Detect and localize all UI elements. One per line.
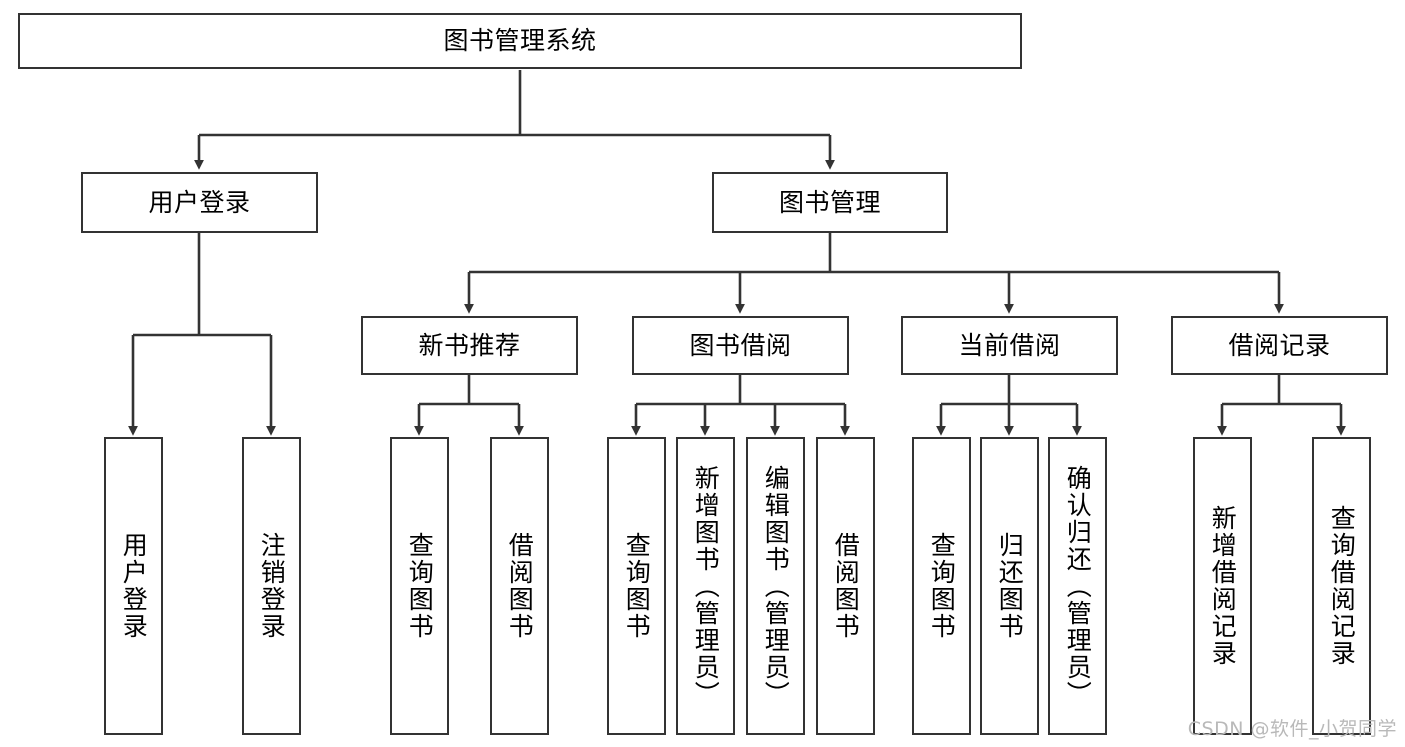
node-leaf-add-record[interactable]: 新增借阅记录 <box>1193 437 1252 735</box>
node-leaf-query-record[interactable]: 查询借阅记录 <box>1312 437 1371 735</box>
node-current-borrow[interactable]: 当前借阅 <box>901 316 1118 375</box>
node-leaf-edit-book[interactable]: 编辑图书（管理员） <box>746 437 805 735</box>
node-book-manage-label: 图书管理 <box>778 187 881 217</box>
node-leaf-borrow-book-1-label: 借阅图书 <box>505 532 535 640</box>
node-leaf-return-book[interactable]: 归还图书 <box>980 437 1039 735</box>
node-leaf-query-book-3-label: 查询图书 <box>927 532 957 640</box>
node-book-manage[interactable]: 图书管理 <box>712 172 948 233</box>
node-root-label: 图书管理系统 <box>443 26 597 56</box>
csdn-watermark: CSDN @软件_小贺同学 <box>1187 718 1397 740</box>
node-leaf-add-record-label: 新增借阅记录 <box>1208 505 1238 667</box>
node-new-book-rec[interactable]: 新书推荐 <box>361 316 578 375</box>
node-leaf-borrow-book-2[interactable]: 借阅图书 <box>816 437 875 735</box>
node-leaf-confirm-return[interactable]: 确认归还（管理员） <box>1048 437 1107 735</box>
node-leaf-borrow-book-2-label: 借阅图书 <box>831 532 861 640</box>
node-user-login[interactable]: 用户登录 <box>81 172 318 233</box>
node-leaf-borrow-book-1[interactable]: 借阅图书 <box>490 437 549 735</box>
node-leaf-edit-book-label: 编辑图书（管理员） <box>761 464 791 708</box>
node-leaf-query-book-1[interactable]: 查询图书 <box>390 437 449 735</box>
node-leaf-return-book-label: 归还图书 <box>995 532 1025 640</box>
node-user-login-label: 用户登录 <box>148 187 251 217</box>
node-leaf-query-book-2-label: 查询图书 <box>622 532 652 640</box>
node-new-book-rec-label: 新书推荐 <box>418 330 521 360</box>
node-borrow-record[interactable]: 借阅记录 <box>1171 316 1388 375</box>
node-leaf-user-login[interactable]: 用户登录 <box>104 437 163 735</box>
node-borrow-record-label: 借阅记录 <box>1228 330 1331 360</box>
node-leaf-add-book[interactable]: 新增图书（管理员） <box>676 437 735 735</box>
node-leaf-confirm-return-label: 确认归还（管理员） <box>1063 464 1093 708</box>
node-leaf-add-book-label: 新增图书（管理员） <box>691 464 721 708</box>
node-leaf-query-book-1-label: 查询图书 <box>405 532 435 640</box>
node-leaf-user-login-label: 用户登录 <box>119 532 149 640</box>
node-current-borrow-label: 当前借阅 <box>958 330 1061 360</box>
node-book-borrow[interactable]: 图书借阅 <box>632 316 849 375</box>
node-root[interactable]: 图书管理系统 <box>18 13 1022 69</box>
node-book-borrow-label: 图书借阅 <box>689 330 792 360</box>
node-leaf-query-book-2[interactable]: 查询图书 <box>607 437 666 735</box>
node-leaf-query-book-3[interactable]: 查询图书 <box>912 437 971 735</box>
node-leaf-user-logout[interactable]: 注销登录 <box>242 437 301 735</box>
node-leaf-user-logout-label: 注销登录 <box>257 532 287 640</box>
node-leaf-query-record-label: 查询借阅记录 <box>1327 505 1357 667</box>
